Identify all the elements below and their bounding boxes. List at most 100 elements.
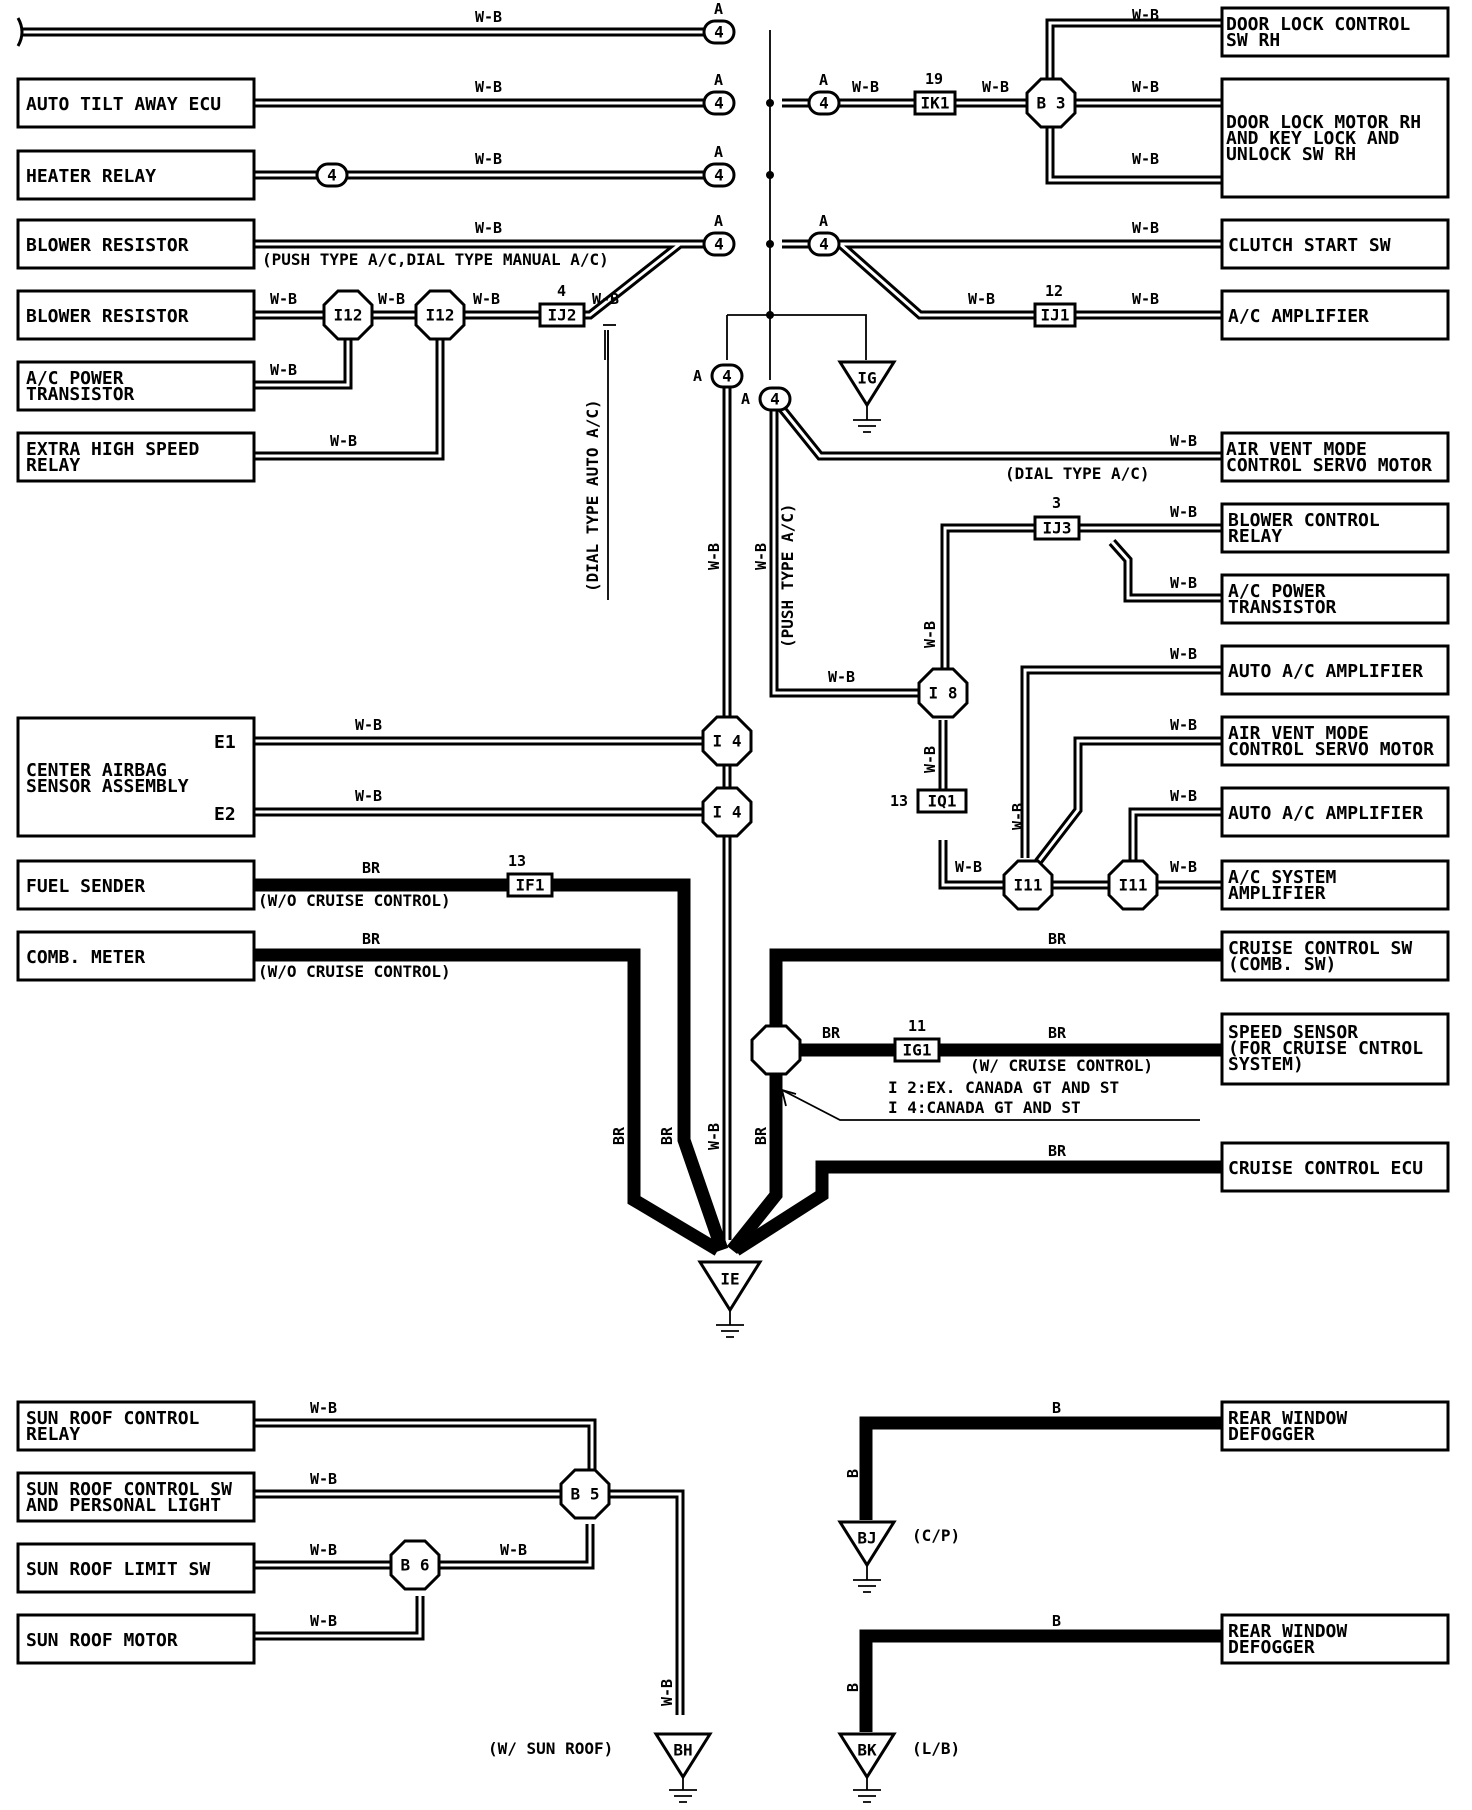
junction-4-row4-right [807,231,841,257]
blower-control-relay-label-2: RELAY [1228,526,1282,547]
svg-text:W-B: W-B [1132,150,1159,168]
sun-roof-motor-label: SUN ROOF MOTOR [26,1630,178,1651]
air-vent-servo-1-box [1220,431,1450,483]
connector-i2-i4 [750,1024,802,1076]
svg-text:4: 4 [770,390,780,409]
ground-bj: BJ [837,1520,897,1593]
notes: (PUSH TYPE A/C,DIAL TYPE MANUAL A/C) (DI… [258,250,1153,1758]
svg-text:13: 13 [890,792,908,810]
svg-text:IQ1: IQ1 [928,792,957,811]
svg-text:W-B: W-B [1132,78,1159,96]
cruise-control-ecu-label: CRUISE CONTROL ECU [1228,1158,1423,1179]
junction-connectors: 4 A 4 A 4 A 4 4 A 4 A 4 A 4 A 4 A [315,0,841,412]
svg-text:W-B: W-B [1170,574,1197,592]
air-vent-servo-1-label-1: AIR VENT MODE [1226,439,1367,460]
svg-text:12: 12 [1045,282,1063,300]
svg-text:W-B: W-B [355,787,382,805]
center-airbag-sensor-box [16,716,256,838]
svg-text:4: 4 [327,166,337,185]
wire-color-labels: W-B W-B W-B W-B W-B W-B W-B W-B W-B W-B … [270,6,1197,1706]
sun-roof-motor-box [16,1613,256,1665]
extra-high-speed-relay-label-2: RELAY [26,455,80,476]
door-lock-motor-label-1: DOOR LOCK MOTOR RH [1226,112,1421,133]
svg-text:A: A [819,212,828,230]
svg-text:BK: BK [857,1741,877,1760]
connector-if1 [506,872,554,898]
ac-amplifier-label: A/C AMPLIFIER [1228,306,1369,327]
connector-ij3 [1033,515,1081,541]
clutch-start-sw-box [1220,218,1450,270]
sun-roof-limit-sw-label: SUN ROOF LIMIT SW [26,1559,210,1580]
door-lock-motor-label-2: AND KEY LOCK AND [1226,128,1400,149]
svg-text:4: 4 [819,235,829,254]
connector-b5 [559,1468,611,1520]
note-wo-cruise-2: (W/O CRUISE CONTROL) [258,962,451,981]
auto-ac-amplifier-1-label: AUTO A/C AMPLIFIER [1228,661,1423,682]
cruise-control-ecu-box [1220,1141,1450,1193]
svg-text:B: B [844,1469,862,1478]
sun-roof-control-relay-box [16,1400,256,1452]
svg-text:IK1: IK1 [921,94,950,113]
connector-i11-b [1107,859,1159,911]
junction-4-row2 [702,90,736,116]
connector-i8 [917,667,969,719]
blower-resistor-2-label: BLOWER RESISTOR [26,306,189,327]
ground-ig: IG [837,360,897,433]
svg-text:W-B: W-B [955,858,982,876]
svg-text:B 5: B 5 [571,1485,600,1504]
door-lock-motor-label-3: UNLOCK SW RH [1226,144,1356,165]
right-components: DOOR LOCK CONTROL SW RH DOOR LOCK MOTOR … [1220,6,1450,1665]
connector-iq1 [916,788,968,814]
svg-text:11: 11 [908,1017,926,1035]
ac-power-transistor-right-box [1220,573,1450,625]
blower-resistor-2-box [16,289,256,341]
svg-text:W-B: W-B [330,432,357,450]
svg-text:4: 4 [557,282,566,300]
note-dial-type-auto: (DIAL TYPE AUTO A/C) [583,399,602,592]
connector-b6 [389,1539,441,1591]
blower-control-relay-box [1220,502,1450,554]
svg-text:W-B: W-B [705,543,723,570]
svg-text:13: 13 [508,852,526,870]
junction-4-down-left [710,363,744,389]
svg-text:4: 4 [714,235,724,254]
svg-text:W-B: W-B [355,716,382,734]
svg-text:W-B: W-B [982,78,1009,96]
svg-text:W-B: W-B [1170,787,1197,805]
svg-text:A: A [714,143,723,161]
svg-text:W-B: W-B [270,290,297,308]
svg-text:W-B: W-B [475,150,502,168]
svg-text:BR: BR [1048,1142,1067,1160]
blower-resistor-1-label: BLOWER RESISTOR [26,235,189,256]
cruise-control-sw-label-1: CRUISE CONTROL SW [1228,938,1412,959]
connector-i4-a [701,715,753,767]
rear-window-defogger-1-label-1: REAR WINDOW [1228,1408,1347,1429]
svg-text:W-B: W-B [852,78,879,96]
svg-text:I11: I11 [1014,876,1043,895]
ac-power-transistor-left-box [16,360,256,412]
svg-text:A: A [714,0,723,18]
svg-text:IG1: IG1 [903,1041,932,1060]
speed-sensor-label-1: SPEED SENSOR [1228,1022,1358,1043]
svg-text:4: 4 [714,166,724,185]
ac-power-transistor-left-label-2: TRANSISTOR [26,384,135,405]
heater-relay-label: HEATER RELAY [26,166,156,187]
note-cp: (C/P) [912,1526,960,1545]
svg-text:W-B: W-B [475,219,502,237]
cruise-control-sw-box [1220,930,1450,982]
svg-text:A: A [714,71,723,89]
svg-text:B: B [844,1683,862,1692]
door-lock-control-sw-label-1: DOOR LOCK CONTROL [1226,14,1410,35]
wb-wires-inner [22,21,1222,1715]
svg-text:A: A [714,212,723,230]
svg-text:B 3: B 3 [1037,94,1066,113]
svg-text:W-B: W-B [1170,858,1197,876]
grounds: IG IE BJ BK BH [653,360,897,1803]
fuel-sender-box [16,859,256,911]
note-i2: I 2:EX. CANADA GT AND ST [888,1078,1119,1097]
svg-text:W-B: W-B [475,8,502,26]
svg-text:B: B [1052,1612,1061,1630]
svg-text:BR: BR [752,1126,770,1145]
auto-ac-amplifier-2-label: AUTO A/C AMPLIFIER [1228,803,1423,824]
